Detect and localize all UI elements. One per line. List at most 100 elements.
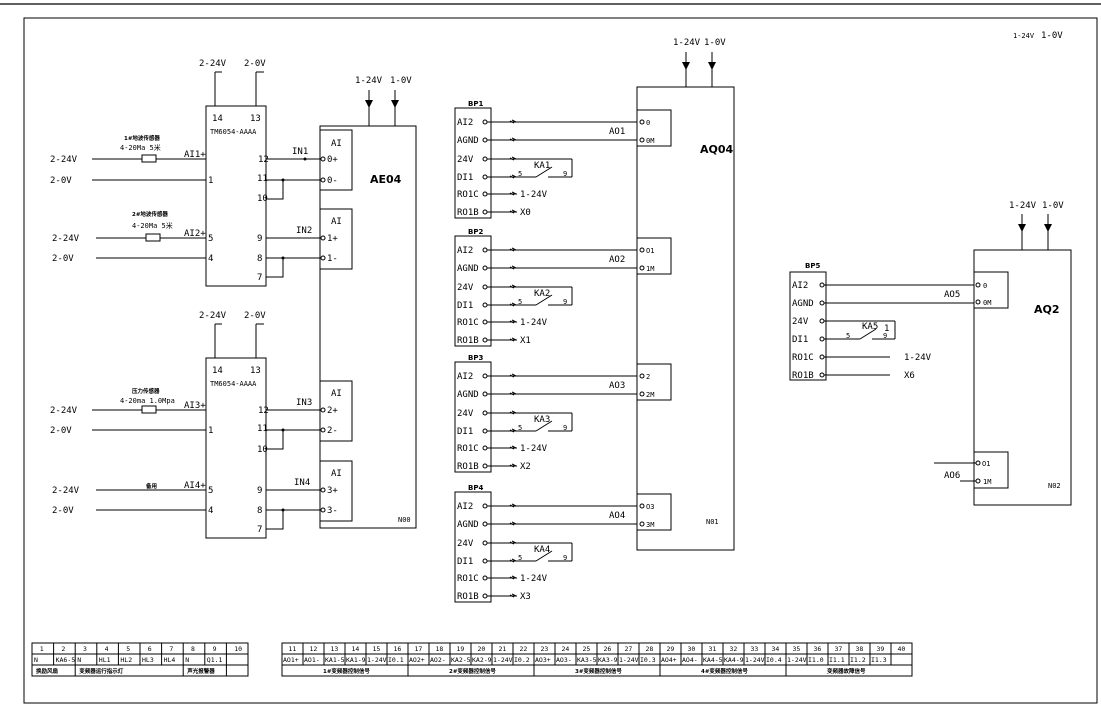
pin-12a: 12	[258, 155, 269, 165]
ae04-ch0-minus: 0-	[327, 176, 338, 186]
terminal-code: I1.3	[871, 656, 887, 664]
left-top-analog-section: 2-24V 2-0V 14 13 TM6054-AAAA 1#地波传感器 4-2…	[50, 59, 269, 287]
aq04-terminal	[639, 265, 645, 271]
terminal-dot	[482, 156, 488, 162]
terminal-group: 换励风扇	[36, 667, 59, 675]
terminal-number: 38	[856, 645, 864, 653]
terminal-number: 40	[898, 645, 906, 653]
inverter-name: BP1	[468, 100, 483, 108]
bp5-terminal-box	[789, 271, 827, 381]
plc-input-label: X2	[520, 462, 531, 472]
aq04-ch-hi: 2	[646, 373, 650, 381]
terminal-number: 2	[61, 645, 65, 653]
ae04-title: AE04	[370, 173, 402, 186]
terminal-code: 1-24V	[367, 656, 387, 664]
relay-label: KA2	[534, 289, 550, 299]
terminal-code: KA2-9	[472, 656, 492, 664]
terminal-code: AO4+	[661, 656, 677, 664]
terminal-group: 声光报警器	[187, 667, 215, 675]
ro-supply: 1-24V	[520, 444, 548, 454]
relay-pin-a: 5	[518, 424, 522, 432]
ae04-module: 1-24V 1-0V L+ M AE04 N00 AI 0+ 0- AI 1+ …	[319, 76, 417, 529]
inverter-name: BP2	[468, 228, 483, 236]
terminal-number: 4	[105, 645, 109, 653]
module-to-ae04-wires: IN1 IN2 IN3 IN4	[266, 147, 320, 530]
sensor2-resistor	[145, 233, 161, 242]
inverter-pin-label: RO1C	[457, 318, 479, 328]
terminal-number: 16	[394, 645, 402, 653]
inverter-pin-label: RO1C	[457, 190, 479, 200]
aq04-ch-hi: 0	[646, 119, 650, 127]
bp5-pin-label: AGND	[792, 299, 814, 309]
terminal-dot	[482, 391, 488, 397]
aq2-title: AQ2	[1034, 303, 1060, 316]
terminal-dot	[482, 521, 488, 527]
terminal-number: 32	[730, 645, 738, 653]
aq04-ch-hi: O3	[646, 503, 654, 511]
terminal-number: 6	[148, 645, 152, 653]
terminal-number: 28	[646, 645, 654, 653]
terminal-number: 8	[191, 645, 195, 653]
inverter-terminal-box	[454, 235, 492, 347]
aq2-ao6: AO6	[944, 471, 960, 481]
terminal-group: 3#变频器控制信号	[575, 667, 622, 675]
terminal-number: 22	[520, 645, 528, 653]
bp5-pin-label: 24V	[792, 317, 809, 327]
terminal-code: N	[34, 656, 38, 664]
inverter-pin-label: AGND	[457, 390, 479, 400]
terminal-code: AO3+	[535, 656, 551, 664]
pin-5b: 5	[208, 486, 213, 496]
pin-5a: 5	[208, 234, 213, 244]
terminal-number: 23	[541, 645, 549, 653]
pin-9b: 9	[257, 486, 262, 496]
aq04-ch-lo: 3M	[646, 521, 654, 529]
aq04-24v: 1-24V	[673, 38, 701, 48]
pin-13-label-b: 13	[250, 366, 261, 376]
terminal-dot	[482, 503, 488, 509]
terminal-dot	[482, 119, 488, 125]
inverter-pin-label: DI1	[457, 427, 473, 437]
terminal-number: 9	[213, 645, 217, 653]
supply-0v-label: 2-0V	[244, 59, 266, 69]
inverter-name: BP3	[468, 354, 483, 362]
terminal-number: 35	[793, 645, 801, 653]
in3-label: IN3	[296, 398, 312, 408]
aq2-0v: 1-0V	[1042, 201, 1064, 211]
ao-label: AO3	[609, 381, 625, 391]
bp5-relay-contact	[859, 328, 877, 340]
aq2-ch0-hi: 0	[983, 282, 987, 290]
aq04-terminal	[639, 137, 645, 143]
terminal-code: KA1-9	[346, 656, 366, 664]
ae04-ch3-plus: 3+	[327, 486, 338, 496]
sensor4-tag: AI4+	[184, 481, 206, 491]
terminal-number: 36	[814, 645, 822, 653]
inverter-name: BP4	[468, 484, 483, 492]
sensor4-0v: 2-0V	[52, 506, 74, 516]
relay-pin-a: 5	[518, 298, 522, 306]
aq2-node: N02	[1048, 482, 1061, 490]
sensor2-0v: 2-0V	[52, 254, 74, 264]
terminal-code: I0.1	[388, 656, 404, 664]
ao-label: AO4	[609, 511, 625, 521]
terminal-code: AO2+	[409, 656, 425, 664]
pin-14-label: 14	[212, 114, 223, 124]
pin-8b: 8	[257, 506, 262, 516]
pin-4a: 4	[208, 254, 213, 264]
sensor2-title: 2#地波传感器	[132, 210, 168, 218]
inverter-pin-label: RO1B	[457, 592, 479, 602]
terminal-dot	[819, 300, 825, 306]
aq2-ch1-lo: 1M	[983, 478, 991, 486]
aq04-ch-lo: 1M	[646, 265, 654, 273]
terminal-dot	[482, 191, 488, 197]
ae04-ch2	[319, 380, 353, 442]
ro-supply: 1-24V	[520, 318, 548, 328]
terminal-code: I1.2	[850, 656, 866, 664]
sensor2-tag: AI2+	[184, 229, 206, 239]
terminal-code: Q1.1	[207, 656, 223, 664]
aq2-ch1-hi: O1	[982, 460, 990, 468]
terminal-code: I0.2	[514, 656, 530, 664]
plc-input-label: X3	[520, 592, 531, 602]
terminal-dot	[482, 247, 488, 253]
